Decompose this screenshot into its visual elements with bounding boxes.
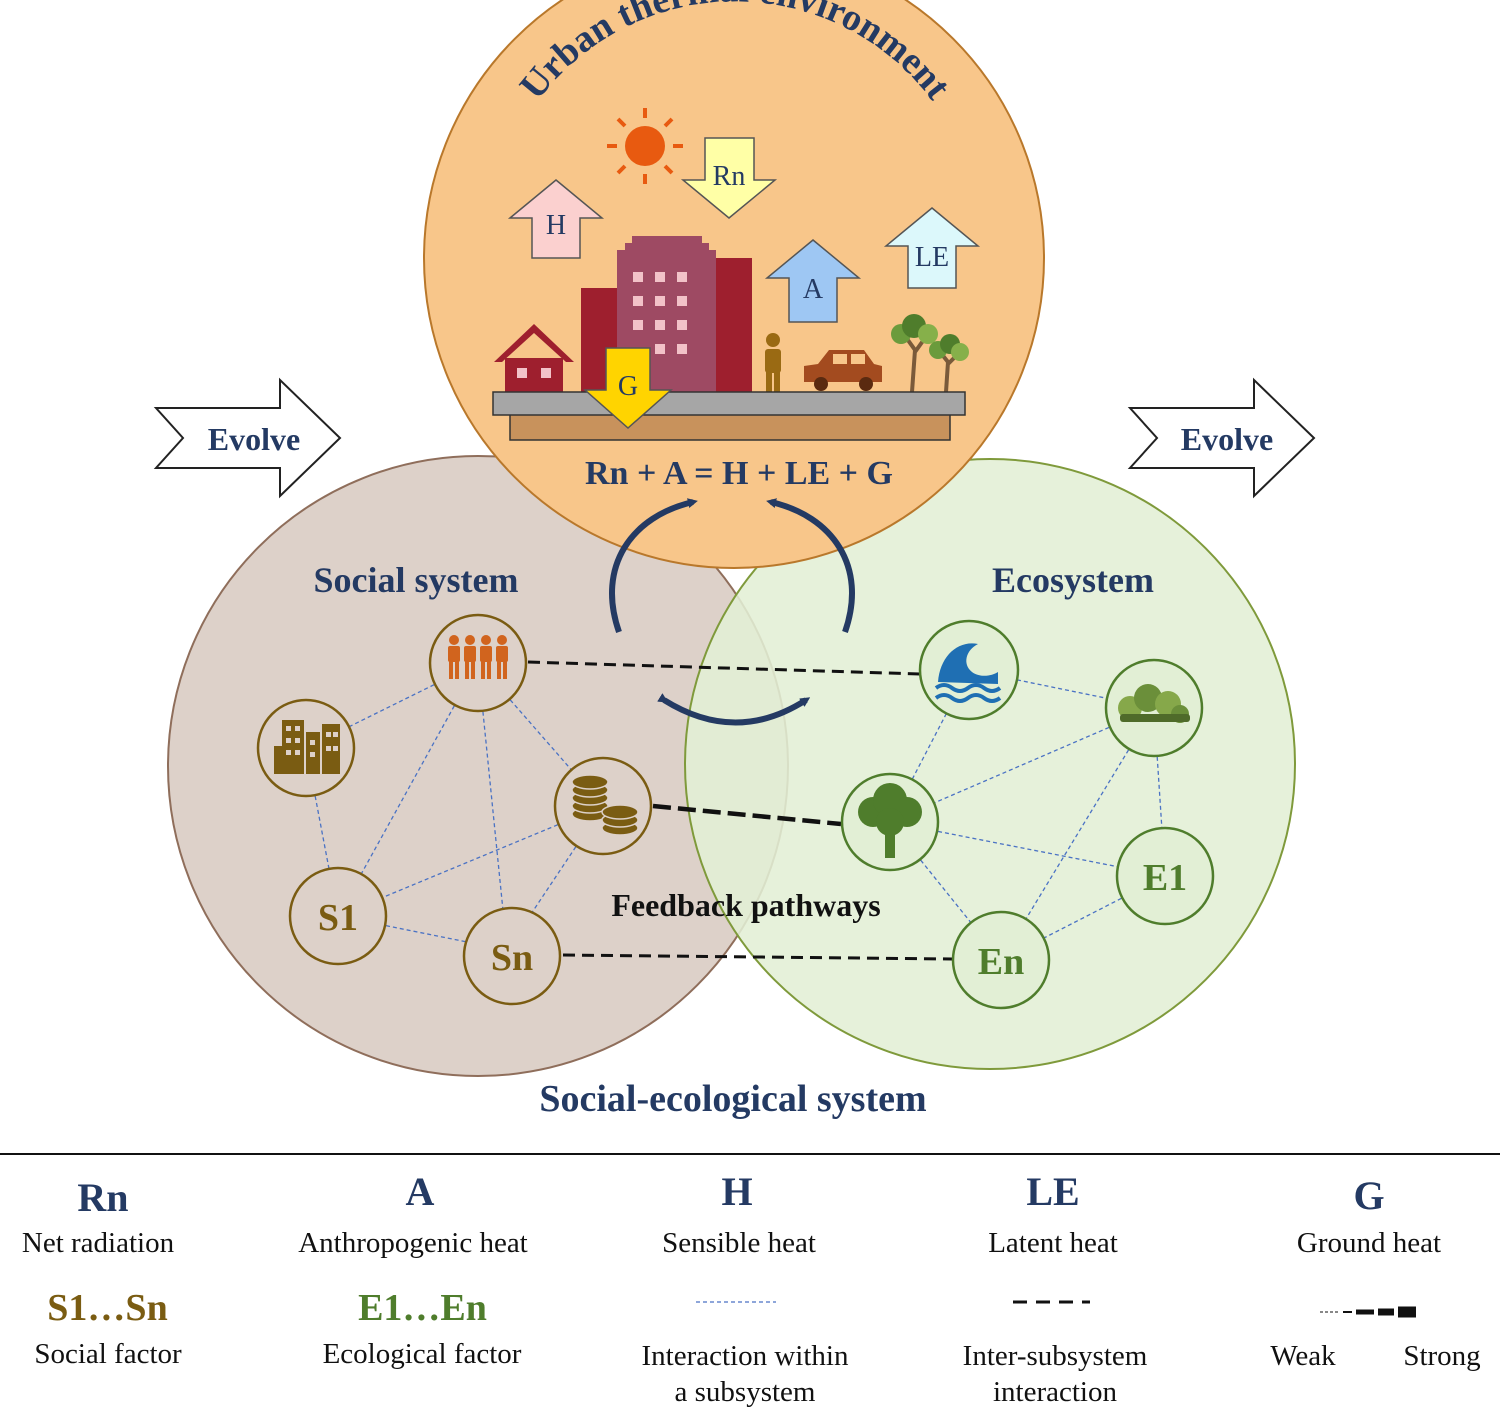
legend-within-line2: a subsystem xyxy=(674,1376,816,1408)
car-icon xyxy=(804,350,882,391)
eco-node-water xyxy=(918,619,1020,721)
eco-node-e1: E1 xyxy=(1115,826,1215,926)
eco-node-shrub xyxy=(1104,658,1204,758)
legend-le-desc: Latent heat xyxy=(988,1227,1118,1259)
svg-text:En: En xyxy=(978,941,1024,983)
le-arrow: LE xyxy=(883,207,981,289)
evolve-arrow-right: Evolve xyxy=(1127,377,1316,499)
tree-icon xyxy=(858,783,922,858)
water-wave-icon xyxy=(934,643,1002,703)
social-node-s1: S1 xyxy=(288,866,388,966)
shrub-icon xyxy=(1118,684,1190,723)
legend-h-symbol: H xyxy=(721,1169,753,1214)
social-node-buildings xyxy=(256,698,356,798)
social-node-sn: Sn xyxy=(462,906,562,1006)
inter-subsystem-links xyxy=(527,660,953,961)
legend-a-symbol: A xyxy=(405,1169,435,1214)
social-ecological-title: Social-ecological system xyxy=(539,1078,926,1120)
legend-s-symbol: S1…Sn xyxy=(47,1287,168,1329)
legend-g-desc: Ground heat xyxy=(1296,1227,1442,1259)
a-arrow: A xyxy=(764,239,862,323)
legend-rn-desc: Net radiation xyxy=(21,1227,175,1259)
svg-text:H: H xyxy=(546,210,566,241)
people-icon xyxy=(448,635,508,679)
city-buildings xyxy=(581,236,752,392)
svg-text:Rn: Rn xyxy=(713,161,746,192)
sun-icon xyxy=(607,108,683,184)
feedback-pathways-label: Feedback pathways xyxy=(611,887,880,923)
legend-a-desc: Anthropogenic heat xyxy=(298,1227,528,1259)
feedback-arrows xyxy=(609,498,855,726)
svg-text:Evolve: Evolve xyxy=(208,421,300,457)
coins-icon xyxy=(571,774,639,836)
person-icon xyxy=(765,333,781,392)
svg-text:G: G xyxy=(618,371,638,402)
energy-balance-equation: Rn + A = H + LE + G xyxy=(585,455,893,492)
legend-inter-line2: interaction xyxy=(992,1376,1117,1408)
legend-e-desc: Ecological factor xyxy=(322,1338,522,1370)
trees-icon xyxy=(891,314,969,393)
svg-text:S1: S1 xyxy=(318,897,358,939)
legend-strong-label: Strong xyxy=(1403,1340,1481,1372)
svg-text:E1: E1 xyxy=(1143,857,1187,899)
eco-node-tree xyxy=(840,772,940,872)
legend-rn-symbol: Rn xyxy=(77,1175,129,1220)
legend-s-desc: Social factor xyxy=(34,1338,182,1370)
svg-text:A: A xyxy=(803,274,824,305)
svg-text:Evolve: Evolve xyxy=(1181,421,1273,457)
social-node-people xyxy=(428,613,528,713)
svg-text:Sn: Sn xyxy=(491,937,533,979)
g-arrow: G xyxy=(583,347,673,430)
social-system-title: Social system xyxy=(314,560,519,600)
eco-node-en: En xyxy=(951,910,1051,1010)
legend-e-symbol: E1…En xyxy=(358,1287,487,1329)
h-arrow: H xyxy=(507,179,605,259)
legend-g-symbol: G xyxy=(1353,1173,1385,1218)
evolve-arrow-left: Evolve xyxy=(153,377,342,499)
legend-within-line1: Interaction within xyxy=(641,1340,849,1372)
legend-le-symbol: LE xyxy=(1026,1169,1080,1214)
social-node-economy xyxy=(553,756,653,856)
ecosystem-title: Ecosystem xyxy=(992,560,1154,600)
legend-weak-label: Weak xyxy=(1270,1340,1336,1372)
ground-surface xyxy=(492,391,966,416)
legend-h-desc: Sensible heat xyxy=(662,1227,816,1259)
ground-soil xyxy=(509,413,951,441)
legend-inter-line1: Inter-subsystem xyxy=(962,1340,1148,1372)
rn-arrow: Rn xyxy=(680,137,778,219)
buildings-icon xyxy=(274,720,340,774)
house-icon xyxy=(494,324,574,392)
svg-text:LE: LE xyxy=(915,242,949,273)
